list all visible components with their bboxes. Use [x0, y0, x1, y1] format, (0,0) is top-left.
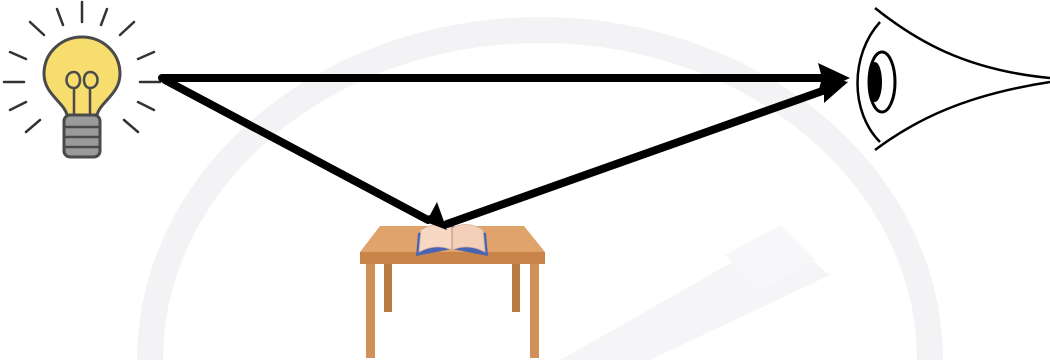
- reflected-ray: [443, 85, 832, 228]
- reflected-ray-arrowhead: [818, 74, 848, 103]
- incident-ray: [161, 76, 432, 224]
- bulb-glass: [42, 35, 122, 117]
- ray-arrowheads: [418, 63, 850, 230]
- eye-eyeball: [856, 21, 881, 143]
- table-leg-front-left: [366, 262, 375, 358]
- watermark: [137, 17, 943, 360]
- light-bulb-icon: [2, 0, 162, 159]
- open-book-icon: [416, 224, 488, 256]
- eye-icon: [856, 7, 1050, 152]
- table-leg-back-left: [384, 262, 392, 312]
- light-rays: [158, 74, 832, 228]
- eye-iris-ring: [867, 50, 897, 114]
- eye-pupil: [868, 62, 882, 102]
- table-apron: [360, 252, 545, 264]
- eye-lower-lid: [874, 80, 1050, 152]
- incident-ray-arrowhead: [418, 202, 447, 230]
- bulb-glow-lines: [2, 0, 162, 134]
- table-leg-back-right: [512, 262, 520, 312]
- table-leg-front-right: [530, 262, 539, 358]
- bulb-filament: [65, 70, 99, 115]
- eye-upper-lid: [874, 7, 1050, 80]
